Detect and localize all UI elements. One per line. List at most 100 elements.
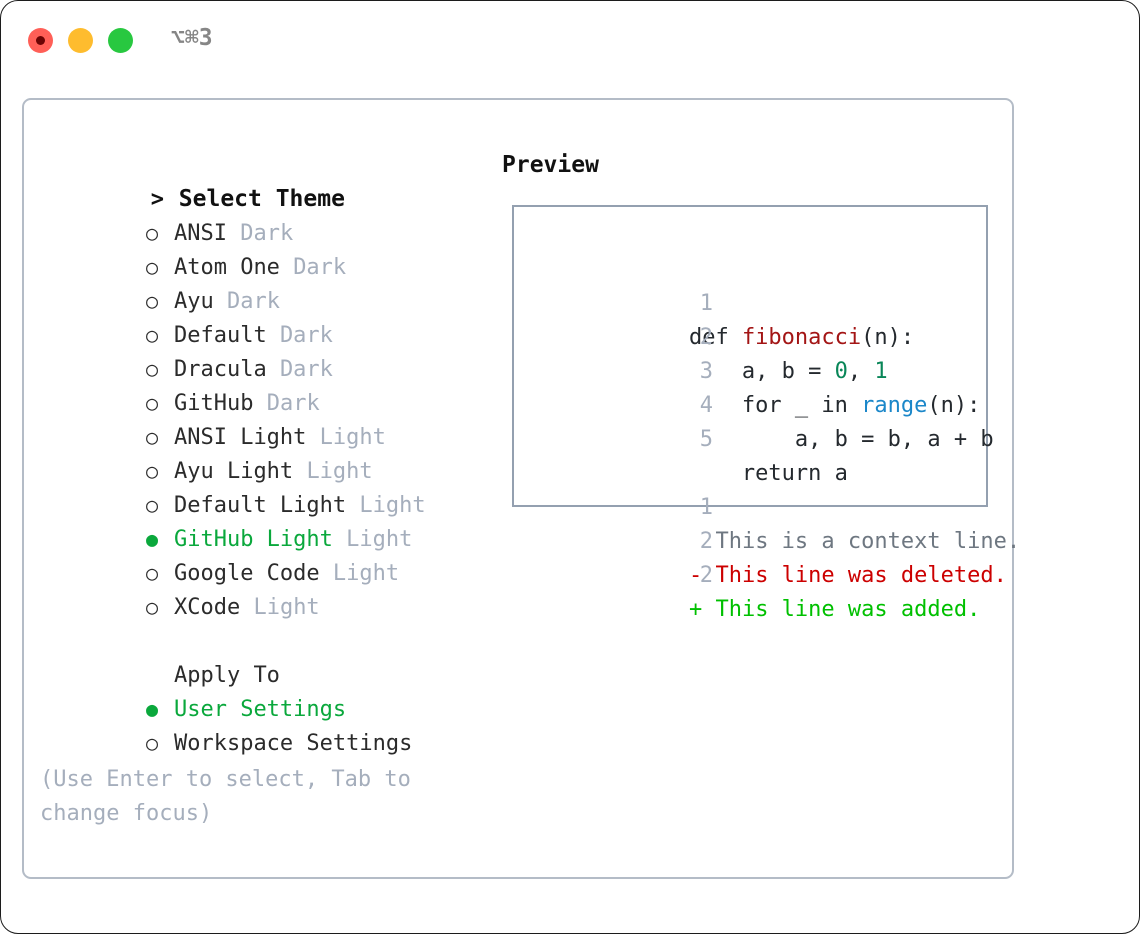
apply-to-option-workspace-settings[interactable]: ○ Workspace Settings bbox=[40, 692, 500, 756]
line-number: 2 bbox=[699, 529, 713, 554]
diff-line-deleted: 2 - This line was deleted. bbox=[530, 491, 1007, 588]
code-token: (n): bbox=[861, 325, 915, 350]
radio-unselected-icon: ○ bbox=[145, 255, 159, 279]
keyboard-hint-text: (Use Enter to select, Tab to change focu… bbox=[40, 767, 411, 826]
theme-option-ansi[interactable]: ○ ANSI Dark bbox=[40, 182, 500, 246]
theme-option-label: Default Light bbox=[173, 493, 347, 518]
apply-to-heading: Apply To bbox=[40, 624, 500, 688]
titlebar: ⌥⌘3 bbox=[1, 1, 1139, 81]
theme-option-label: Ayu Light bbox=[173, 459, 294, 484]
theme-option-label: XCode bbox=[173, 595, 241, 620]
theme-variant-badge: Dark bbox=[266, 391, 320, 416]
code-line: 1 def fibonacci(n): bbox=[530, 253, 970, 350]
theme-variant-badge: Light bbox=[346, 527, 413, 552]
code-line: 4 a, b = b, a + b bbox=[530, 355, 994, 452]
theme-option-label: Google Code bbox=[173, 561, 320, 586]
code-token: a, b = bbox=[688, 359, 835, 384]
apply-to-group: Apply To ● User Settings ○ Workspace Setti… bbox=[40, 624, 500, 756]
radio-unselected-icon: ○ bbox=[145, 731, 159, 755]
code-line: 2 a, b = 0, 1 bbox=[530, 287, 970, 384]
keyboard-shortcut-label: ⌥⌘3 bbox=[171, 25, 213, 51]
theme-variant-badge: Light bbox=[253, 595, 320, 620]
main-panel: >Select Theme ○ANSI Dark ○Atom One Dark … bbox=[22, 98, 1020, 879]
theme-list-heading: > Select Theme bbox=[40, 148, 500, 212]
diff-text: This line was added. bbox=[715, 597, 981, 622]
theme-option-atom-one[interactable]: ○Atom One Dark bbox=[40, 216, 500, 280]
theme-option-label: GitHub Light bbox=[173, 527, 333, 552]
radio-selected-icon: ● bbox=[145, 697, 159, 721]
code-token: for _ in bbox=[688, 393, 862, 418]
apply-to-option-label: User Settings bbox=[173, 697, 347, 722]
diff-line-added: 2 + This line was added. bbox=[530, 525, 980, 622]
theme-option-label: ANSI bbox=[173, 221, 227, 246]
code-line: 5 return a bbox=[530, 389, 970, 486]
prompt-caret-icon: > bbox=[150, 187, 165, 212]
preview-box: 1 def fibonacci(n): 2 a, b = 0, 1 3 for … bbox=[512, 205, 1020, 622]
diff-sign: - bbox=[688, 563, 703, 588]
radio-unselected-icon: ○ bbox=[145, 391, 159, 415]
line-number: 1 bbox=[699, 291, 713, 316]
diff-sign: + bbox=[688, 597, 703, 622]
theme-option-label: ANSI Light bbox=[173, 425, 307, 450]
theme-option-label: GitHub bbox=[173, 391, 254, 416]
maximize-button[interactable] bbox=[108, 28, 133, 53]
radio-unselected-icon: ○ bbox=[145, 493, 159, 517]
theme-variant-badge: Light bbox=[306, 459, 373, 484]
theme-variant-badge: Light bbox=[319, 425, 386, 450]
radio-unselected-icon: ○ bbox=[145, 357, 159, 381]
code-sample: 1 def fibonacci(n): 2 a, b = 0, 1 3 for … bbox=[530, 253, 1020, 622]
code-token: a, b = b, a + b bbox=[688, 427, 994, 452]
apply-to-option-label: Workspace Settings bbox=[173, 731, 413, 756]
line-number: 2 bbox=[699, 563, 713, 588]
code-token-number: 0 bbox=[834, 359, 848, 384]
theme-variant-badge: Light bbox=[332, 561, 400, 586]
close-icon bbox=[36, 36, 45, 45]
radio-unselected-icon: ○ bbox=[145, 595, 159, 619]
diff-text: This is a context line. bbox=[715, 529, 1021, 554]
theme-variant-badge: Dark bbox=[279, 357, 333, 382]
radio-unselected-icon: ○ bbox=[145, 459, 159, 483]
code-line: 3 for _ in range(n): bbox=[530, 321, 981, 418]
radio-unselected-icon: ○ bbox=[145, 289, 159, 313]
theme-option-google-code[interactable]: ○ Google Code Light bbox=[40, 522, 500, 586]
theme-option-xcode[interactable]: ○ XCode Light bbox=[40, 556, 500, 620]
radio-unselected-icon: ○ bbox=[145, 561, 159, 585]
theme-option-github[interactable]: ○ GitHub Dark bbox=[40, 352, 500, 416]
theme-list-heading-label: Select Theme bbox=[178, 186, 345, 212]
code-token-call: range bbox=[861, 393, 928, 418]
code-token: def bbox=[688, 325, 742, 350]
minimize-button[interactable] bbox=[68, 28, 93, 53]
theme-variant-badge: Dark bbox=[293, 255, 347, 280]
theme-option-ayu-light[interactable]: ○ Ayu Light Light bbox=[40, 420, 500, 484]
line-number: 5 bbox=[699, 427, 713, 452]
theme-option-label: Dracula bbox=[173, 357, 267, 382]
preview-section: Preview 1 def fibonacci(n): 2 a, b = 0, … bbox=[502, 148, 1020, 622]
preview-title: Preview bbox=[502, 152, 599, 178]
apply-to-heading-spacer bbox=[146, 658, 174, 692]
theme-option-ansi-light[interactable]: ○ ANSI Light Light bbox=[40, 386, 500, 450]
line-number: 1 bbox=[699, 495, 713, 520]
theme-selector: >Select Theme ○ANSI Dark ○Atom One Dark … bbox=[40, 148, 500, 620]
code-token: return a bbox=[688, 461, 848, 486]
apply-to-option-user-settings[interactable]: ● User Settings bbox=[40, 658, 500, 722]
code-token-number: 1 bbox=[874, 359, 888, 384]
theme-option-default[interactable]: ○Default Dark bbox=[40, 284, 500, 348]
diff-text: This line was deleted. bbox=[715, 563, 1007, 588]
diff-line-context: 1 This is a context line. bbox=[530, 457, 1020, 554]
radio-selected-icon: ● bbox=[145, 527, 159, 551]
code-token: (n): bbox=[927, 393, 981, 418]
theme-option-label: Default bbox=[173, 323, 267, 348]
code-token: , bbox=[847, 359, 875, 384]
code-token-function: fibonacci bbox=[741, 325, 862, 350]
theme-option-github-light[interactable]: ● GitHub Light Light bbox=[40, 488, 500, 552]
theme-option-default-light[interactable]: ○ Default Light Light bbox=[40, 454, 500, 518]
line-number: 2 bbox=[699, 325, 713, 350]
radio-unselected-icon: ○ bbox=[145, 323, 159, 347]
line-number: 4 bbox=[699, 393, 713, 418]
theme-variant-badge: Light bbox=[359, 493, 426, 518]
radio-unselected-icon: ○ bbox=[145, 221, 159, 245]
theme-option-dracula[interactable]: ○ Dracula Dark bbox=[40, 318, 500, 382]
theme-variant-badge: Dark bbox=[240, 221, 294, 246]
theme-option-ayu[interactable]: ○Ayu Dark bbox=[40, 250, 500, 314]
